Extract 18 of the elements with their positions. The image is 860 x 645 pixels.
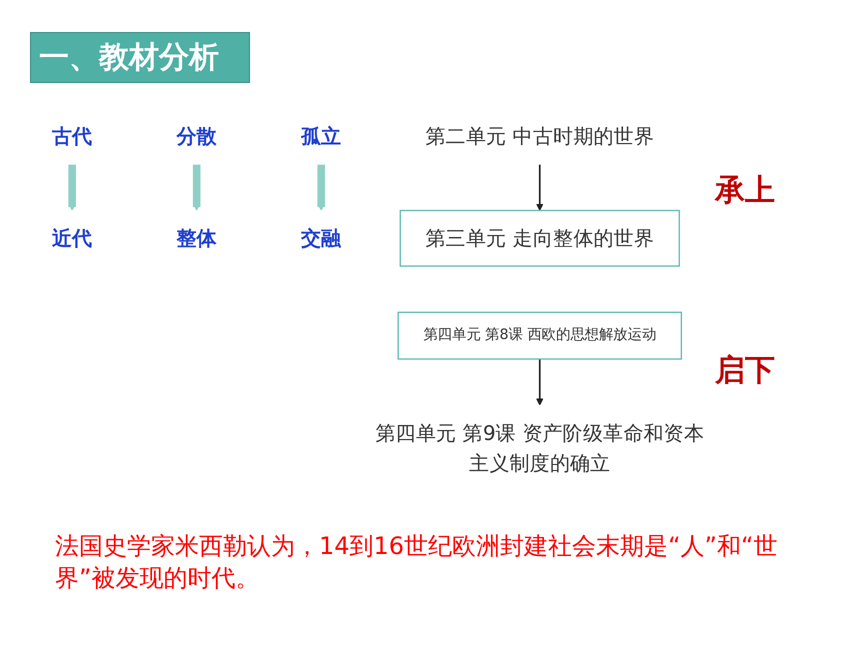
node-text: 整体 [176,226,217,250]
arrow [317,164,325,211]
arrow [68,164,76,211]
caption-text: 法国史学家米西勒认为，14到16世纪欧洲封建社会末期是“人”和“世界”被发现的时代。 [55,531,778,594]
side-label: 启下 [715,352,775,390]
node-text: 第四单元 第9课 资产阶级革命和资本主义制度的确立 [375,421,704,476]
node-text: 交融 [300,226,342,250]
arrow [192,164,200,211]
node-text: 分散 [176,124,217,148]
arrow [536,359,544,406]
node-box: 第三单元 走向整体的世界 [400,210,680,267]
slide-title: 一、教材分析 [30,32,250,83]
side-label: 承上 [715,172,775,210]
node-text: 古代 [52,124,92,148]
node-box: 第四单元 第8课 西欧的思想解放运动 [398,312,682,360]
node-text: 近代 [52,226,92,250]
arrow [536,164,544,211]
node-text: 第二单元 中古时期的世界 [426,124,654,148]
